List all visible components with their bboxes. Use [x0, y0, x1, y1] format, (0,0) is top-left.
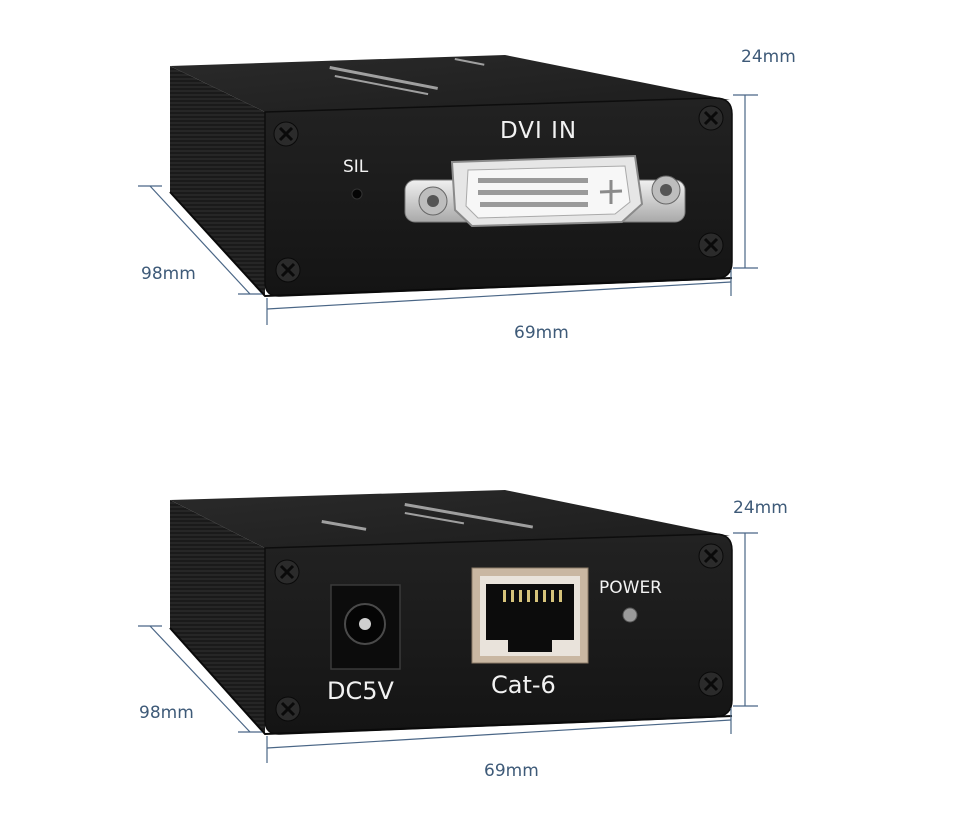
power-led-indicator	[622, 607, 638, 623]
dvi-receiver-device	[169, 55, 733, 298]
height-dimension-label: 24mm	[733, 498, 788, 518]
dimension-lines-bottom	[138, 532, 758, 763]
dc5v-label: DC5V	[327, 677, 394, 705]
depth-dimension-label: 98mm	[139, 703, 194, 723]
device-side-face	[170, 66, 265, 296]
top-label-print	[329, 58, 485, 96]
power-led-label: POWER	[599, 578, 662, 598]
width-dimension-label: 69mm	[514, 323, 569, 343]
device-side-face	[170, 500, 265, 734]
dc-power-jack-icon	[330, 584, 401, 670]
cat6-transmitter-device	[169, 490, 733, 736]
cat6-label: Cat-6	[491, 671, 556, 699]
screw-icon	[274, 559, 300, 585]
width-dimension-label: 69mm	[484, 761, 539, 781]
height-dimension-label: 24mm	[741, 47, 796, 67]
sil-button-hole	[351, 188, 363, 200]
screw-icon	[698, 105, 724, 131]
dvi-in-label: DVI IN	[500, 118, 578, 144]
device-top-face	[170, 55, 730, 112]
rj45-port-icon	[471, 567, 589, 664]
top-label-print	[321, 503, 534, 531]
device-bottom-edge	[169, 191, 733, 298]
screw-icon	[275, 696, 301, 722]
screw-icon	[698, 232, 724, 258]
dimension-lines-top	[138, 94, 758, 325]
screw-icon	[273, 121, 299, 147]
screw-icon	[275, 257, 301, 283]
device-bottom-edge	[169, 627, 733, 736]
screw-icon	[698, 671, 724, 697]
screw-icon	[698, 543, 724, 569]
device-top-face	[170, 490, 730, 548]
dvi-connector-icon	[404, 154, 686, 228]
depth-dimension-label: 98mm	[141, 264, 196, 284]
sil-label: SIL	[343, 157, 369, 177]
